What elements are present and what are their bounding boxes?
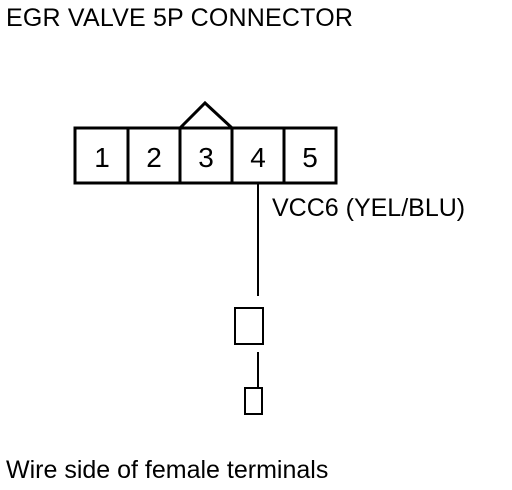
tester-lead-terminal <box>244 387 263 415</box>
pin-3-label: 3 <box>198 142 214 173</box>
connector-lock-tab <box>178 100 234 130</box>
pin-1-label: 1 <box>94 142 110 173</box>
pin-5-label: 5 <box>302 142 318 173</box>
connector-body <box>73 100 338 185</box>
pin-4-label: 4 <box>250 142 266 173</box>
wire-label: VCC6 (YEL/BLU) <box>272 194 466 222</box>
diagram-title: EGR VALVE 5P CONNECTOR <box>6 4 354 32</box>
connector-housing <box>73 126 338 185</box>
diagram-caption: Wire side of female terminals <box>6 456 329 484</box>
pin-2-label: 2 <box>146 142 162 173</box>
tester-probe-terminal <box>234 307 264 345</box>
